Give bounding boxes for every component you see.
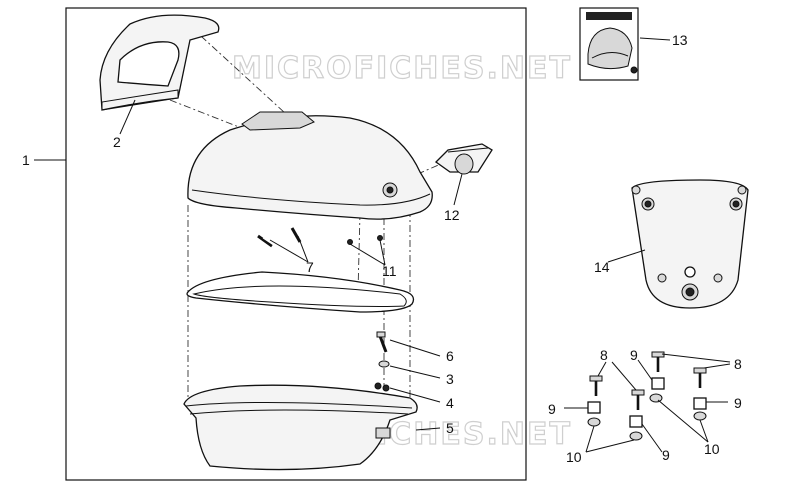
callout-8-left: 8: [600, 347, 608, 363]
callout-4: 4: [446, 395, 454, 411]
part-14-mounting-plate: [631, 179, 749, 309]
callout-labels: 1 2 3 4 5 6 7 8 8 9 9 9 9 10 10 11 12 13…: [22, 32, 742, 465]
part-1-top-case-lid: [187, 111, 433, 220]
callout-9-bottom: 9: [662, 447, 670, 463]
callout-leader-lines: [34, 37, 731, 453]
callout-9-left: 9: [548, 401, 556, 417]
callout-6: 6: [446, 348, 454, 364]
callout-10-right: 10: [704, 441, 720, 457]
seal-gasket: [186, 271, 415, 313]
callout-7: 7: [306, 259, 314, 275]
callout-12: 12: [444, 207, 460, 223]
part-13-instruction-card: [579, 7, 639, 81]
callout-2: 2: [113, 134, 121, 150]
part-2-backrest-pad: [99, 14, 220, 111]
callout-1: 1: [22, 152, 30, 168]
callout-14: 14: [594, 259, 610, 275]
callout-10-left: 10: [566, 449, 582, 465]
callout-3: 3: [446, 371, 454, 387]
part-11-screws: [347, 235, 383, 245]
part-9-spacers: [587, 377, 707, 428]
callout-11: 11: [382, 263, 397, 279]
callout-5: 5: [446, 420, 454, 436]
callout-9-right: 9: [734, 395, 742, 411]
assembly-guide-lines: [169, 25, 451, 412]
part-5-base-tray: [183, 384, 418, 471]
callout-8-right: 8: [734, 356, 742, 372]
part-8-screws: [589, 351, 707, 410]
part-12-emblem: [434, 143, 493, 175]
part-4-nut: [374, 382, 390, 392]
callout-9-top: 9: [630, 347, 638, 363]
part-6-bolt: [376, 331, 388, 353]
part-10-nuts: [587, 393, 707, 441]
part-3-washer: [378, 360, 390, 368]
watermark-top: MICROFICHES.NET: [232, 51, 572, 86]
callout-13: 13: [672, 32, 688, 48]
assembly-frame: [65, 7, 527, 481]
part-7-pins: [257, 227, 302, 248]
